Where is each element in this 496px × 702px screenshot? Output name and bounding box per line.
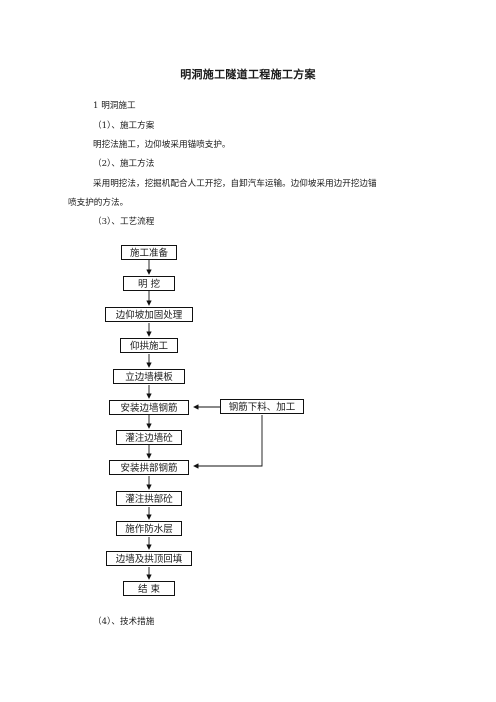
flow-step-invert-construction: 仰拱施工: [120, 338, 178, 353]
document-title: 明洞施工隧道工程施工方案: [180, 68, 316, 81]
subheading-construction-plan: （1）、施工方案: [93, 121, 155, 131]
subheading-construction-method: （2）、施工方法: [93, 159, 155, 169]
flow-step-waterproofing: 施作防水层: [116, 521, 182, 536]
paragraph-plan-text: 明挖法施工，边仰坡采用锚喷支护。: [93, 140, 231, 150]
flow-step-slope-reinforcement: 边仰坡加固处理: [105, 307, 193, 322]
flow-step-wall-formwork: 立边墙模板: [113, 369, 185, 384]
subheading-technical-measures: （4）、技术措施: [93, 617, 155, 627]
paragraph-method-line1: 采用明挖法，挖掘机配合人工开挖，自卸汽车运输。边仰坡采用边开挖边锚: [93, 179, 377, 189]
flow-step-preparation: 施工准备: [121, 245, 177, 260]
flow-side-step-rebar-processing: 钢筋下料、加工: [220, 399, 304, 414]
flow-step-open-excavation: 明 挖: [123, 276, 175, 291]
flow-step-wall-rebar: 安装边墙钢筋: [109, 400, 189, 415]
flow-step-end: 结 束: [123, 581, 175, 596]
paragraph-method-line2: 喷支护的方法。: [68, 198, 129, 208]
section-heading-tunnel: 1 明洞施工: [93, 101, 136, 111]
subheading-process-flow: （3）、工艺流程: [93, 217, 155, 227]
flow-step-arch-rebar: 安装拱部钢筋: [109, 460, 189, 475]
flow-step-pour-arch-concrete: 灌注拱部砼: [116, 491, 182, 506]
flow-step-pour-wall-concrete: 灌注边墙砼: [116, 430, 182, 445]
flow-step-backfill: 边墙及拱顶回填: [106, 551, 192, 566]
